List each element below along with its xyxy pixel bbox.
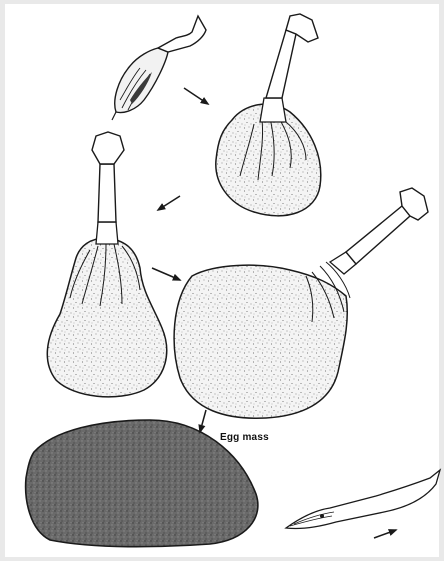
arrow-4	[200, 410, 206, 432]
arrow-2	[158, 196, 180, 210]
squid-stage-4	[174, 188, 428, 418]
arrow-3	[152, 268, 180, 280]
egg-mass-label: Egg mass	[220, 432, 269, 443]
squid-stage-2	[216, 14, 321, 216]
squid-stage-3	[47, 132, 166, 397]
arrow-5	[374, 530, 396, 538]
squid-stage-1	[112, 16, 206, 120]
squid-stage-6	[286, 470, 440, 529]
arrow-1	[184, 88, 208, 104]
